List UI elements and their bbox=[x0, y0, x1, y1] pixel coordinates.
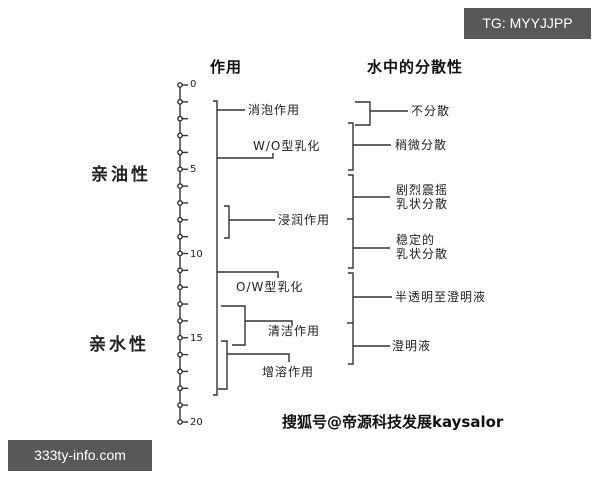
tick-label-20: 20 bbox=[190, 417, 203, 428]
label-hydrophilic: 亲水性 bbox=[89, 335, 149, 355]
function-wo-emulsion: W/O型乳化 bbox=[253, 139, 321, 153]
function-detergency: 清洁作用 bbox=[268, 324, 321, 338]
dispersion-stable-line1: 稳定的 bbox=[396, 233, 436, 247]
dispersion-shaken-line1: 剧烈震摇 bbox=[396, 183, 449, 197]
dispersion-shaken-line2: 乳状分散 bbox=[396, 197, 449, 211]
dispersion-none: 不分散 bbox=[411, 104, 451, 118]
badge-tg: TG: MYYJJPP bbox=[464, 8, 591, 39]
function-solubilization: 增溶作用 bbox=[262, 365, 315, 379]
dispersion-translucent: 半透明至澄明液 bbox=[395, 290, 487, 304]
tick-label-0: 0 bbox=[190, 79, 197, 90]
dispersion-slight: 稍微分散 bbox=[395, 138, 448, 152]
dispersion-stable-line2: 乳状分散 bbox=[396, 247, 449, 261]
dispersion-clear: 澄明液 bbox=[392, 339, 432, 353]
tick-label-15: 15 bbox=[190, 333, 203, 344]
header-function: 作用 bbox=[210, 58, 243, 76]
header-dispersibility: 水中的分散性 bbox=[367, 58, 464, 76]
label-lipophilic: 亲油性 bbox=[91, 165, 151, 185]
function-wetting: 浸润作用 bbox=[278, 213, 331, 227]
function-defoaming: 消泡作用 bbox=[248, 103, 301, 117]
tick-label-5: 5 bbox=[190, 164, 197, 175]
tick-label-10: 10 bbox=[190, 249, 203, 260]
function-ow-emulsion: O/W型乳化 bbox=[236, 280, 304, 294]
watermark-text: 搜狐号@帝源科技发展kaysalor bbox=[282, 413, 504, 431]
badge-site: 333ty-info.com bbox=[8, 440, 152, 471]
